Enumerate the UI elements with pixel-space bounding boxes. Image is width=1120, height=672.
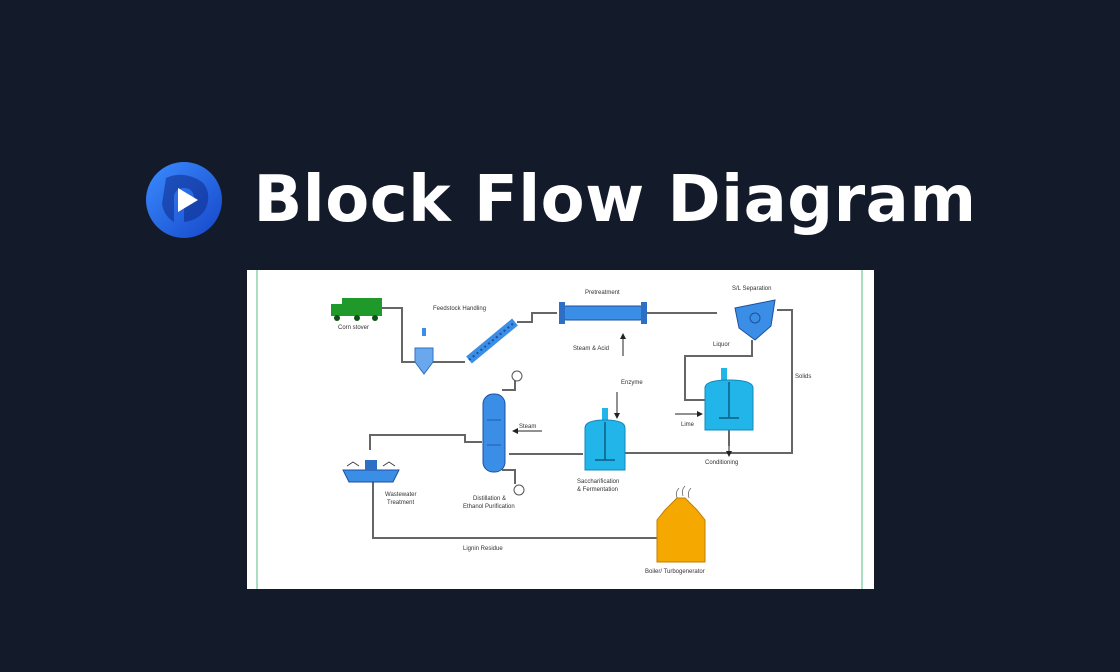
label-treatment: Treatment [387, 500, 414, 506]
label-corn-stover: Corn stover [338, 325, 369, 331]
label-solids: Solids [795, 374, 811, 380]
label-ethanol-purification: Ethanol Purification [463, 504, 515, 510]
flow-line-column-top [369, 434, 482, 450]
label-wastewater: Wastewater [385, 492, 416, 498]
sl-separator-icon [734, 299, 776, 341]
label-feedstock-handling: Feedstock Handling [433, 306, 486, 312]
label-boiler: Boiler/ Turbogenerator [645, 569, 705, 575]
flow-line-lignin [372, 482, 657, 539]
label-steam: Steam [519, 424, 536, 430]
flow-line-truck-to-hopper [382, 307, 419, 363]
corn-stover-truck-icon [331, 298, 382, 321]
block-flow-diagram: Corn stover Feedstock Handling Pretreatm… [256, 270, 863, 589]
boiler-turbogenerator-icon [656, 485, 706, 563]
flow-line-condenser-top [502, 378, 516, 391]
label-lignin-residue: Lignin Residue [463, 546, 503, 552]
label-lime: Lime [681, 422, 695, 428]
wastewater-basin-icon [342, 460, 400, 483]
diagram-card: Corn stover Feedstock Handling Pretreatm… [247, 270, 874, 589]
label-sl-separation: S/L Separation [732, 286, 771, 292]
distillation-column-icon [482, 370, 525, 496]
label-distillation: Distillation & [473, 496, 506, 502]
page-title: Block Flow Diagram [253, 163, 977, 237]
flow-line-liquor [684, 340, 753, 401]
conditioning-tank-icon [704, 368, 754, 431]
label-pretreatment: Pretreatment [585, 290, 620, 296]
label-steam-acid: Steam & Acid [573, 346, 609, 352]
label-fermentation: & Fermentation [577, 487, 618, 493]
label-enzyme: Enzyme [621, 380, 643, 386]
label-conditioning: Conditioning [705, 460, 738, 466]
header: Block Flow Diagram [0, 150, 1120, 250]
flow-line-solids [619, 309, 793, 454]
label-saccharification: Saccharification [577, 479, 619, 485]
saccharification-tank-icon [584, 408, 626, 471]
flow-line-condenser-bottom [502, 469, 516, 484]
play-logo-icon [145, 162, 222, 238]
label-liquor: Liquor [713, 342, 730, 348]
flow-line-conveyor-to-pretreatment [517, 312, 557, 323]
conveyor-icon [466, 318, 518, 364]
feed-hopper-icon [414, 328, 434, 375]
pretreatment-reactor-icon [559, 302, 647, 324]
